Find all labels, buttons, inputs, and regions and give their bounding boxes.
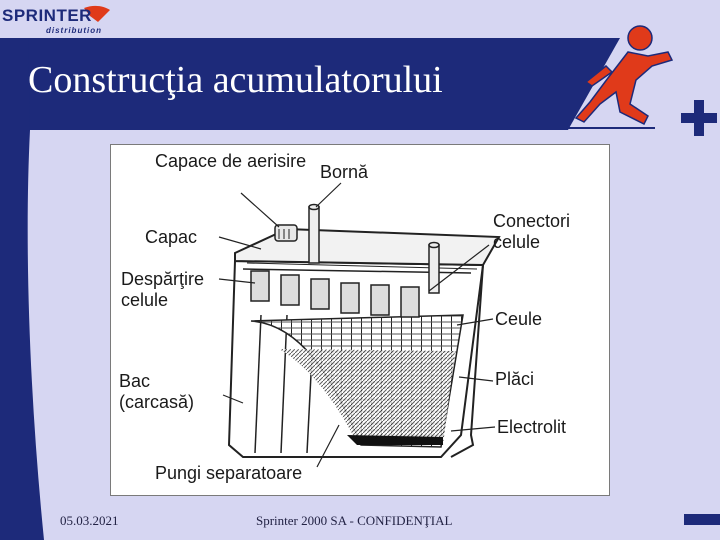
footer-confidential: Sprinter 2000 SA - CONFIDENŢIAL [256, 513, 453, 528]
vent-cap-icon [274, 224, 298, 242]
label-case: Bac (carcasă) [119, 371, 195, 412]
label-cells: Ceule [495, 309, 543, 329]
footer-date: 05.03.2021 [60, 513, 119, 528]
sprinter-logo: SPRINTER distribution [0, 4, 112, 38]
label-cell-connectors: Conectori celule [493, 211, 571, 252]
corner-dash [684, 514, 720, 525]
label-vent-caps: Capace de aerisire [155, 151, 307, 171]
electrolyte-zone [279, 349, 455, 445]
plus-icon [681, 100, 717, 136]
battery-drawing [218, 182, 501, 468]
label-cell-divider: Despărţire celule [121, 269, 205, 310]
label-electrolyte: Electrolit [497, 417, 567, 437]
left-curved-bar [0, 38, 44, 540]
label-separator-bags: Pungi separatoare [155, 463, 303, 483]
logo-brand: SPRINTER [2, 6, 92, 25]
logo-swoosh-icon [84, 5, 110, 22]
title-banner [0, 38, 620, 130]
label-plates: Plăci [495, 369, 535, 389]
label-lid: Capac [145, 227, 198, 247]
battery-diagram: Capace de aerisire Bornă Capac Despărţir… [110, 144, 610, 496]
logo-sub: distribution [46, 26, 102, 35]
slide-title: Construcţia acumulatorului [28, 59, 443, 101]
runner-icon [574, 25, 674, 126]
label-terminal: Bornă [320, 162, 369, 182]
